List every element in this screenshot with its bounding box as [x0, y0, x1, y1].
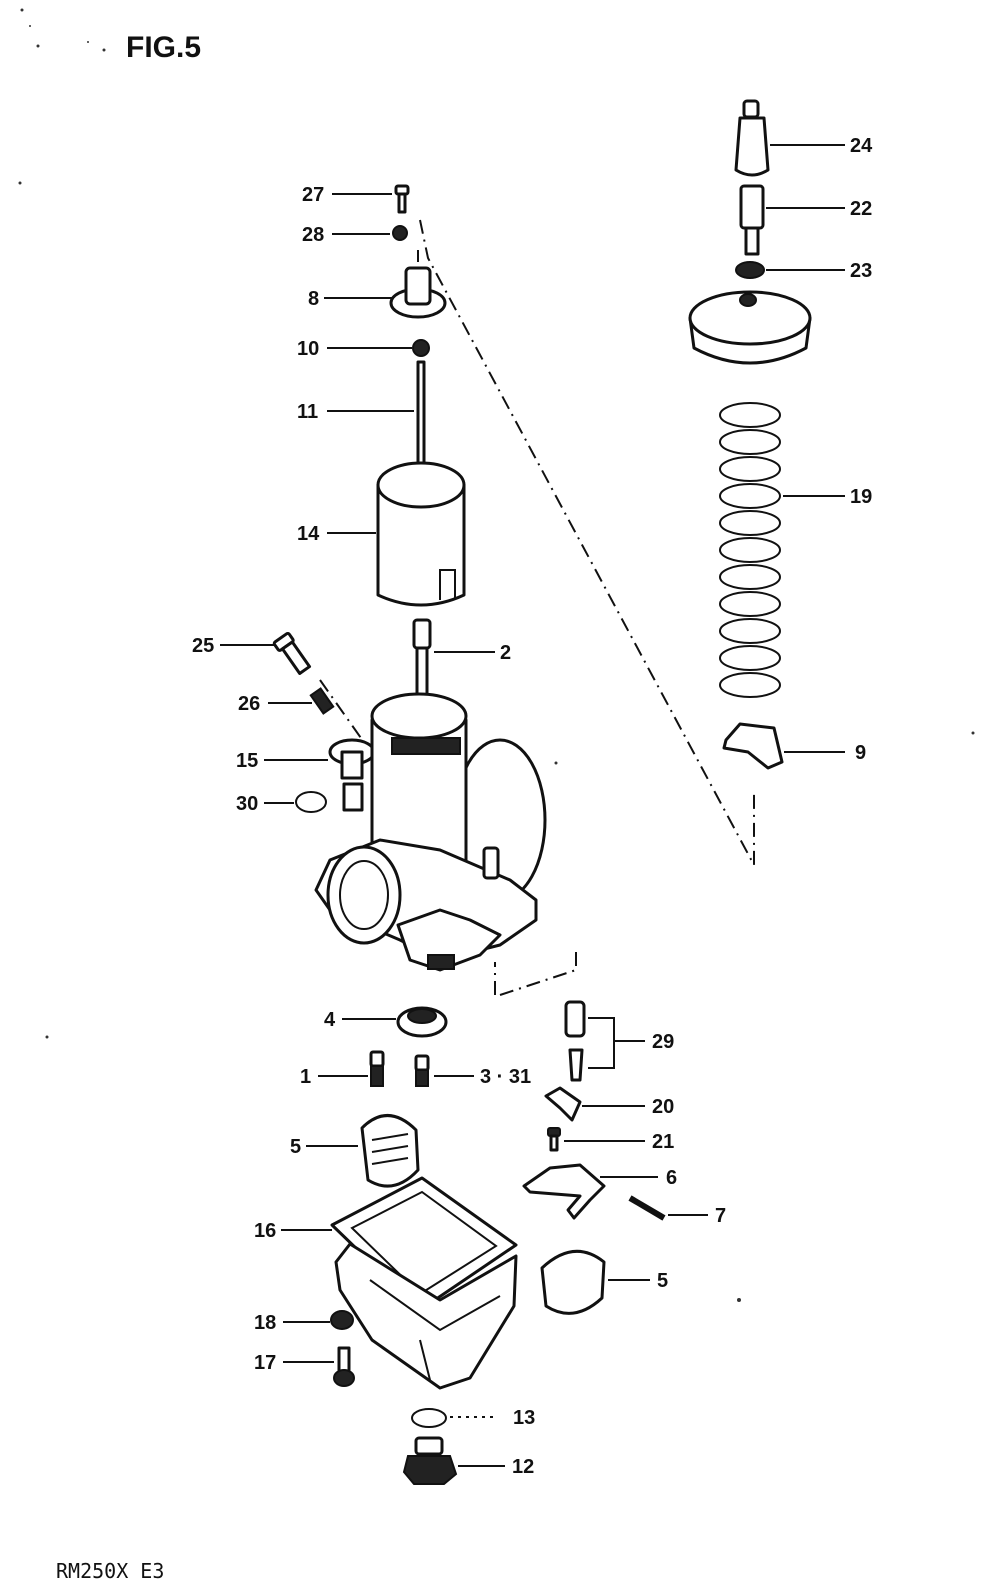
callout-6: 6: [666, 1167, 677, 1189]
callout-16: 16: [254, 1220, 276, 1242]
callout-3-31: 3 · 31: [480, 1066, 531, 1088]
callout-26: 26: [238, 693, 260, 715]
part-3-main-jet: [414, 1054, 430, 1087]
part-4-valve-seat: [396, 1006, 448, 1038]
part-30-o-ring: [295, 791, 327, 813]
part-10-clip: [412, 339, 430, 357]
callout-9: 9: [855, 742, 866, 764]
part-17-screw: [333, 1346, 355, 1387]
callout-5-right: 5: [657, 1270, 668, 1292]
scan-specks: [18, 8, 975, 1302]
part-13-o-ring: [411, 1408, 447, 1428]
callout-17: 17: [254, 1352, 276, 1374]
callout-10: 10: [297, 338, 319, 360]
part-18-washer: [330, 1310, 354, 1330]
callout-19: 19: [850, 486, 872, 508]
carburetor-body: [314, 692, 547, 972]
part-6-float-arm: [522, 1163, 606, 1220]
part-27-screw: [394, 184, 410, 214]
callout-27: 27: [302, 184, 324, 206]
part-15-throttle-stop-screw: [328, 738, 376, 812]
part-28-washer: [392, 225, 408, 241]
part-8-holder: [389, 266, 447, 319]
part-11-jet-needle: [416, 360, 426, 474]
callout-23: 23: [850, 260, 872, 282]
callout-18: 18: [254, 1312, 276, 1334]
callout-30: 30: [236, 793, 258, 815]
part-25-air-screw: [272, 631, 312, 675]
callout-28: 28: [302, 224, 324, 246]
callout-24: 24: [850, 135, 873, 157]
figure-title: FIG.5: [126, 31, 201, 64]
part-20-bracket: [544, 1086, 582, 1122]
part-7-pin: [628, 1195, 666, 1221]
callout-8: 8: [308, 288, 319, 310]
callout-25: 25: [192, 635, 214, 657]
callout-11: 11: [297, 401, 318, 423]
part-19-spring: [719, 402, 781, 698]
part-1-pilot-jet: [369, 1050, 385, 1087]
callout-21: 21: [652, 1131, 674, 1153]
part-top-cap: [688, 290, 812, 365]
callout-5-left: 5: [290, 1136, 301, 1158]
part-24-adjuster-cap: [734, 99, 770, 177]
part-22-adjuster: [739, 184, 765, 256]
callout-29: 29: [652, 1031, 674, 1053]
part-26-spring: [309, 687, 335, 715]
callout-1: 1: [300, 1066, 311, 1088]
part-14-throttle-valve: [376, 461, 466, 607]
callout-13: 13: [513, 1407, 535, 1429]
part-23-nut: [735, 261, 765, 279]
callout-2: 2: [500, 642, 511, 664]
leader-lines: [220, 144, 845, 1467]
part-5-float-right: [540, 1249, 606, 1315]
part-9-clip-plate: [722, 722, 784, 770]
callout-22: 22: [850, 198, 872, 220]
part-16-gasket-float-chamber: [330, 1176, 518, 1390]
callout-labels: 24 22 23 27 28 8 10 11 14 19 25 2 26 15 …: [192, 135, 873, 1478]
callout-12: 12: [512, 1456, 534, 1478]
part-21-screw: [547, 1127, 561, 1152]
part-5-float-left: [360, 1114, 420, 1188]
callout-20: 20: [652, 1096, 674, 1118]
part-29-needle-valve: [564, 1000, 586, 1082]
callout-15: 15: [236, 750, 258, 772]
callout-7: 7: [715, 1205, 726, 1227]
model-code: RM250X E3: [56, 1559, 164, 1583]
callout-14: 14: [297, 523, 320, 545]
callout-4: 4: [324, 1009, 336, 1031]
part-12-drain-plug: [402, 1436, 458, 1485]
